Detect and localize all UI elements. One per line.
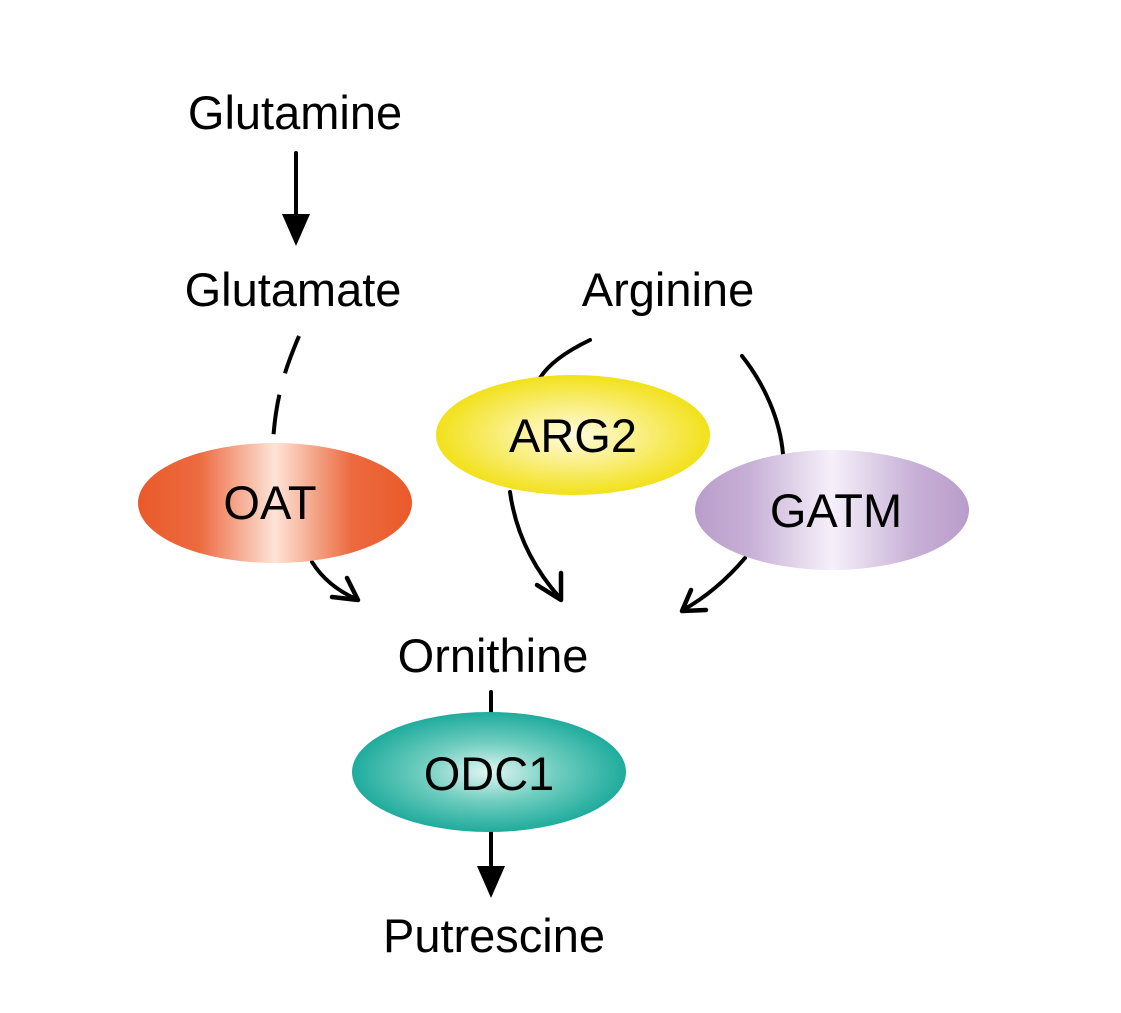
edge-glutamine-to-glutamate — [282, 151, 310, 246]
enzyme-arg2-shape — [436, 375, 710, 495]
enzyme-odc1: ODC1 — [352, 712, 626, 832]
enzyme-gatm-shape — [695, 450, 969, 570]
enzyme-gatm: GATM — [695, 450, 969, 570]
edge-odc1-to-putrescine — [477, 828, 505, 898]
metabolite-putrescine: Putrescine — [383, 909, 605, 962]
edge-arginine-to-arg2 — [538, 338, 592, 380]
edge-gatm-to-ornithine — [679, 556, 747, 614]
enzyme-oat-label: OAT — [223, 476, 316, 529]
enzyme-oat: OAT — [138, 443, 412, 563]
enzyme-odc1-shape — [352, 712, 626, 832]
edge-arg2-to-ornithine — [508, 490, 564, 603]
metabolite-ornithine: Ornithine — [398, 629, 589, 682]
enzyme-odc1-label: ODC1 — [424, 747, 555, 800]
metabolite-glutamine: Glutamine — [188, 86, 402, 139]
edge-oat-to-ornithine — [310, 560, 361, 603]
enzyme-arg2-label: ARG2 — [509, 409, 637, 462]
edge-glutamate-to-oat — [271, 335, 301, 443]
enzyme-arg2: ARG2 — [436, 375, 710, 495]
metabolite-arginine: Arginine — [582, 263, 754, 316]
edge-arginine-to-gatm — [740, 354, 785, 456]
enzyme-oat-shape — [138, 443, 412, 563]
enzyme-gatm-label: GATM — [770, 484, 902, 537]
metabolite-glutamate: Glutamate — [185, 263, 402, 316]
